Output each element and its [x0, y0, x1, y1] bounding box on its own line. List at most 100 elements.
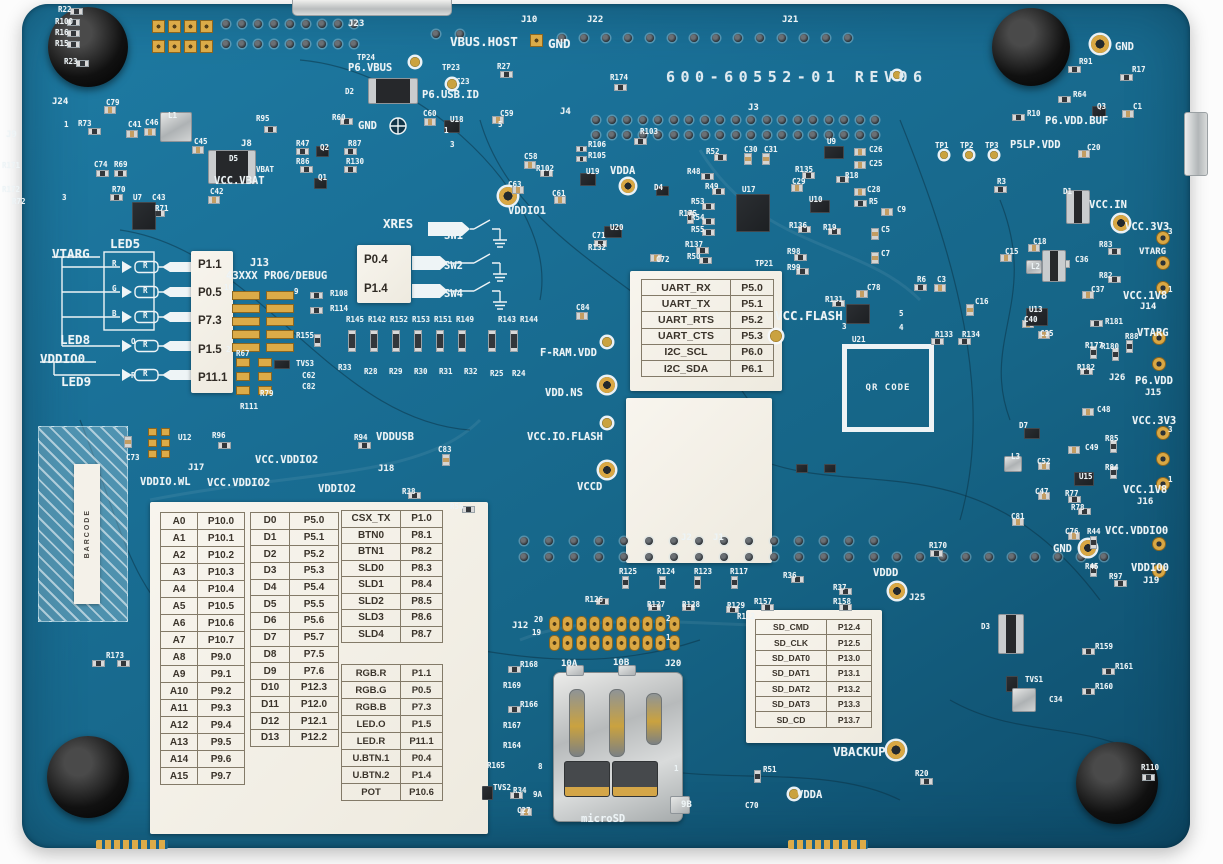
table-cell: P5.0: [289, 512, 339, 530]
table-cell: UART_RTS: [641, 311, 731, 329]
table-cell: U.BTN.2: [341, 766, 401, 784]
table-cell: P12.1: [289, 712, 339, 730]
table-cell: P12.5: [826, 634, 872, 651]
pin-label: P11.1: [198, 371, 228, 384]
table-cell: P5.2: [289, 545, 339, 564]
table-cell: P1.4: [400, 766, 443, 784]
table-cell: A13: [160, 733, 198, 751]
edge-connector: [1184, 112, 1208, 176]
table-cell: D6: [250, 612, 290, 630]
table-cell: SD_DAT1: [755, 665, 827, 682]
table-cell: D5: [250, 595, 290, 614]
table-cell: P12.2: [289, 728, 339, 747]
table-cell: SLD3: [341, 609, 401, 627]
socket-tab: [618, 665, 636, 676]
table-cell: A6: [160, 614, 198, 632]
table-cell: BTN0: [341, 526, 401, 544]
table-cell: A1: [160, 529, 198, 547]
table-cell: D2: [250, 545, 290, 564]
table-cell: A0: [160, 512, 198, 530]
table-cell: P5.2: [730, 311, 774, 329]
socket-spring: [609, 689, 625, 757]
table-cell: P13.3: [826, 695, 872, 713]
table-cell: D9: [250, 662, 290, 680]
sd-sticker: [746, 610, 882, 743]
table-cell: RGB.B: [341, 698, 401, 716]
table-cell: P13.7: [826, 711, 872, 728]
table-cell: CSX_TX: [341, 510, 401, 528]
pin-label: P7.3: [198, 315, 222, 328]
table-cell: P5.3: [730, 327, 774, 345]
socket-window: [612, 761, 658, 797]
table-cell: P1.0: [400, 510, 443, 528]
table-cell: A7: [160, 631, 198, 649]
table-cell: P5.1: [289, 528, 339, 547]
table-cell: RGB.R: [341, 664, 401, 682]
table-cell: P8.7: [400, 625, 443, 643]
table-cell: SLD1: [341, 576, 401, 594]
table-cell: SLD4: [341, 625, 401, 643]
table-cell: UART_CTS: [641, 327, 731, 345]
table-cell: P8.3: [400, 559, 443, 577]
table-cell: P12.4: [826, 619, 872, 636]
table-cell: P9.6: [197, 750, 245, 768]
table-cell: A2: [160, 546, 198, 564]
pin-label: P1.5: [198, 343, 222, 356]
silkscreen-label: J9: [6, 130, 17, 140]
socket-tab: [670, 796, 690, 814]
table-cell: P13.1: [826, 665, 872, 682]
pin-label: P1.4: [364, 282, 388, 295]
table-cell: D4: [250, 578, 290, 597]
table-cell: P9.4: [197, 716, 245, 734]
table-cell: P1.1: [400, 664, 443, 682]
table-cell: UART_RX: [641, 279, 731, 297]
socket-spring: [569, 689, 585, 757]
table-cell: P5.5: [289, 595, 339, 614]
qr-code-label: QR CODE: [865, 383, 911, 393]
table-cell: P13.2: [826, 680, 872, 697]
table-cell: P10.2: [197, 546, 245, 564]
table-cell: A12: [160, 716, 198, 734]
table-cell: P5.1: [730, 295, 774, 313]
table-cell: SD_CMD: [755, 619, 827, 636]
table-cell: P8.1: [400, 526, 443, 544]
table-cell: P10.7: [197, 631, 245, 649]
table-cell: P10.3: [197, 563, 245, 581]
table-cell: P12.0: [289, 695, 339, 714]
table-cell: P10.4: [197, 580, 245, 598]
table-cell: P9.2: [197, 682, 245, 700]
table-cell: D10: [250, 678, 290, 697]
table-cell: D12: [250, 712, 290, 730]
pin-label: P0.4: [364, 253, 388, 266]
rubber-foot: [48, 7, 128, 87]
